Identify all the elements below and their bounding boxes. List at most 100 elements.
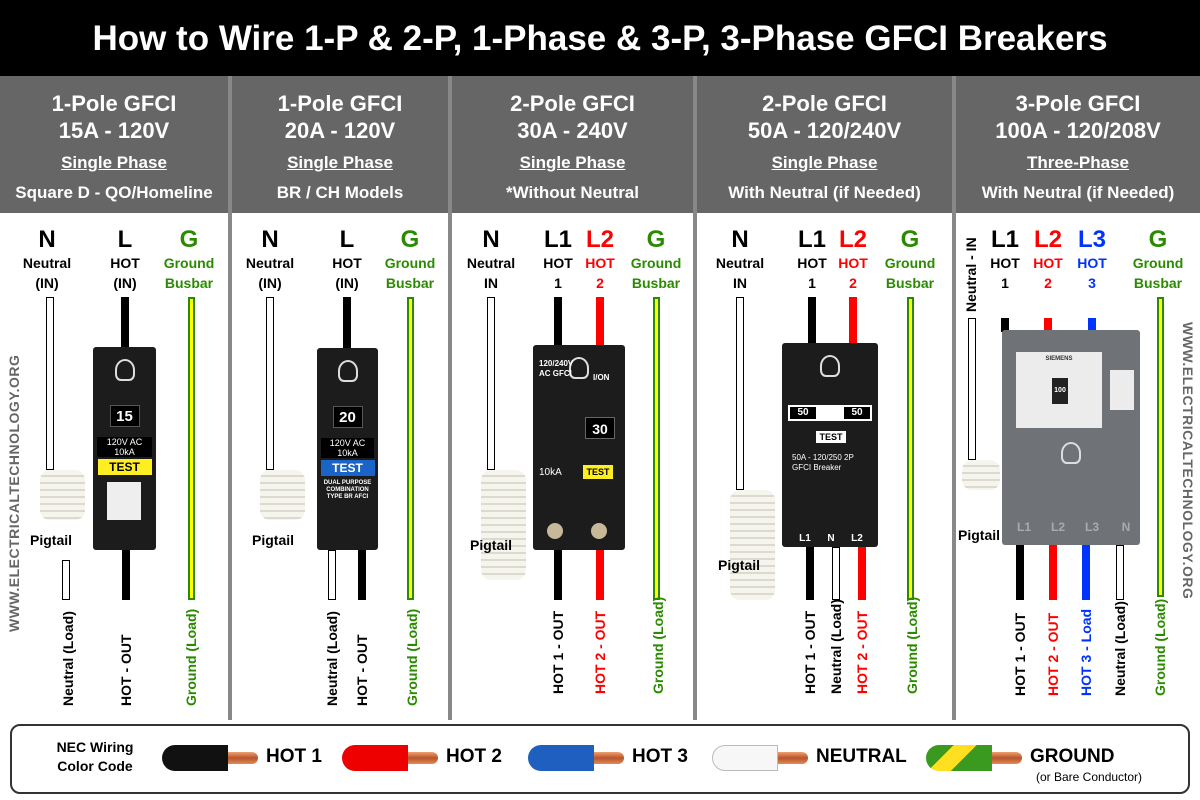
header-subtitle: BR / CH Models (276, 183, 404, 202)
amp-rating: 30 (585, 417, 615, 439)
output-label: Ground (Load) (650, 596, 666, 694)
terminal-label: L2 (1050, 520, 1065, 534)
pigtail-label: Pigtail (470, 537, 513, 553)
legend-wire-swatch (712, 745, 778, 771)
terminal-letter: L2 (1033, 226, 1062, 253)
terminal-label: Ground Busbar (884, 255, 936, 291)
terminal-letter: G (1148, 226, 1168, 253)
terminal-letter: L2 (585, 226, 614, 253)
bulb-icon (114, 359, 135, 381)
reset-indicator (1110, 370, 1134, 410)
interrupt-rating: 10kA (539, 467, 562, 478)
header-rating: 100A - 120/208V (995, 118, 1161, 143)
header-title: 2-Pole GFCI (762, 91, 887, 116)
output-wire (122, 550, 130, 600)
hot-in-wire (121, 297, 129, 349)
output-wire (1016, 545, 1024, 600)
terminal-label: L3 (1084, 520, 1099, 534)
terminal-label: Ground Busbar (1132, 255, 1184, 291)
hot-in-wire (596, 297, 604, 347)
output-label: HOT 2 - OUT (1045, 612, 1061, 696)
ground-wire (188, 297, 195, 600)
legend-wire-swatch (342, 745, 408, 771)
terminal-letter: G (900, 226, 920, 253)
ground-wire (907, 297, 914, 600)
terminal-letter: G (400, 226, 420, 253)
bulb-icon (569, 357, 589, 379)
neutral-load-wire (62, 560, 70, 600)
header-title: 2-Pole GFCI (510, 91, 635, 116)
terminal-letter: N (38, 226, 56, 253)
terminal-letter: L1 (990, 226, 1019, 253)
output-label: HOT 1 - OUT (550, 610, 566, 694)
neutral-in-wire (266, 297, 274, 470)
pigtail-label: Pigtail (30, 532, 73, 548)
header-subtitle: With Neutral (if Needed) (981, 183, 1175, 202)
terminal-label: N (827, 533, 835, 544)
output-wire (1116, 545, 1124, 600)
watermark-right: WWW.ELECTRICALTECHNOLOGY.ORG (1180, 322, 1196, 600)
page-title: How to Wire 1-P & 2-P, 1-Phase & 3-P, 3-… (0, 0, 1200, 76)
terminal-label: L2 (851, 533, 863, 544)
header-title: 3-Pole GFCI (1015, 91, 1141, 116)
panel-divider (228, 76, 232, 720)
pigtail-coil (730, 490, 775, 600)
terminal-label: Neutral IN (715, 255, 765, 291)
pigtail-coil (481, 470, 526, 580)
output-label: Ground (Load) (904, 596, 920, 694)
header-phase: Single Phase (61, 153, 167, 172)
output-wire (1049, 545, 1057, 600)
terminal-label: L1 (799, 533, 811, 544)
hot-in-wire (343, 297, 351, 350)
terminal-label: Neutral (IN) (22, 255, 72, 291)
copper-conductor-icon (778, 752, 808, 764)
ground-wire (653, 297, 660, 600)
pigtail-coil (40, 470, 85, 520)
header-subtitle: Square D - QO/Homeline (15, 183, 213, 202)
terminal-label: L1 (1016, 520, 1031, 534)
terminal-letter: L2 (838, 226, 867, 253)
header-rating: 20A - 120V (284, 118, 396, 143)
terminal-screw (547, 523, 563, 539)
breaker-spec: 120V AC 10kA (321, 438, 374, 458)
breaker-spec: 120/240V AC GFCI (539, 359, 574, 378)
terminal-letter: N (261, 226, 279, 253)
legend-wire-swatch (162, 745, 228, 771)
terminal-label: HOT 2 (838, 255, 868, 291)
output-label: Ground (Load) (404, 608, 420, 706)
test-button: TEST (816, 431, 846, 443)
neutral-in-wire (736, 297, 744, 490)
pigtail-coil (260, 470, 305, 520)
header-subtitle: With Neutral (if Needed) (728, 183, 921, 202)
output-label: Ground (Load) (1152, 598, 1168, 696)
terminal-label: HOT 1 (543, 255, 573, 291)
header-phase: Single Phase (287, 153, 393, 172)
pigtail-label: Pigtail (252, 532, 295, 548)
header-rating: 30A - 240V (517, 118, 628, 143)
terminal-letter: G (646, 226, 666, 253)
breaker-spec: 120V AC 10kA (97, 437, 152, 457)
output-label: Ground (Load) (183, 608, 199, 706)
pigtail-label: Pigtail (718, 557, 761, 573)
legend-wire-swatch (926, 745, 992, 771)
ground-wire (407, 297, 414, 600)
neutral-in-wire (46, 297, 54, 470)
header-rating: 50A - 120/240V (747, 118, 902, 143)
header-title: 1-Pole GFCI (277, 91, 403, 116)
ground-wire (1157, 297, 1164, 597)
panel-divider (952, 76, 956, 720)
legend-title: NEC Wiring Color Code (56, 739, 134, 774)
terminal-label: HOT (IN) (332, 255, 362, 291)
amp-rating: 15 (109, 405, 140, 427)
neutral-in-wire (968, 318, 976, 460)
pigtail-coil (962, 460, 1000, 490)
output-label: Neutral (Load) (60, 611, 76, 706)
hot-in-wire (554, 297, 562, 347)
